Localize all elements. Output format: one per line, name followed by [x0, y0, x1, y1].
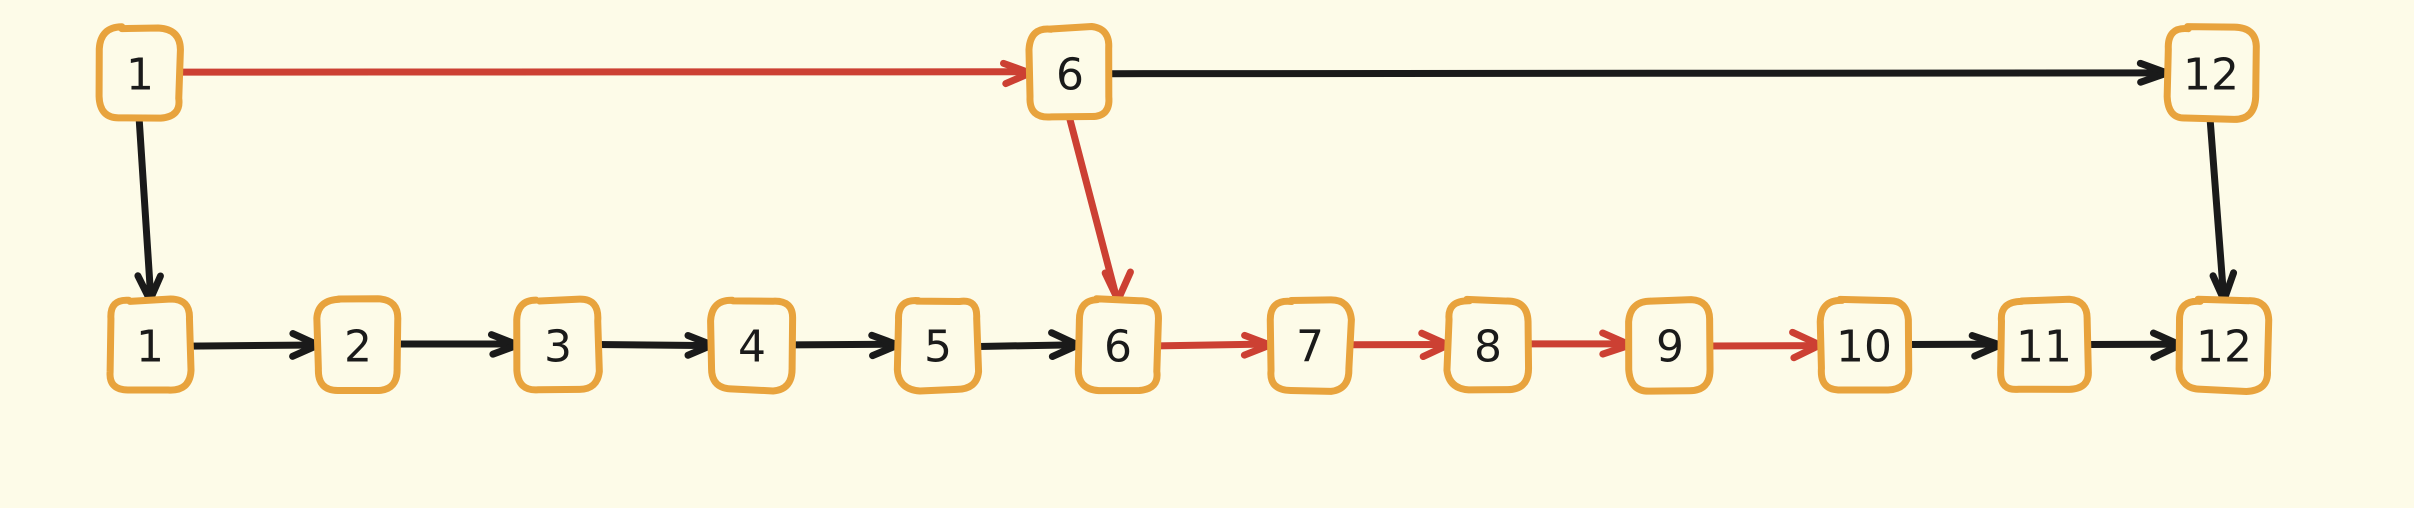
node-box — [1266, 296, 1355, 395]
edge-6-to-12[interactable] — [1105, 59, 2172, 86]
edge-4-to-5[interactable] — [788, 331, 903, 360]
edge-line — [1065, 113, 1121, 303]
node-box — [2175, 295, 2273, 395]
edge-5-to-6[interactable] — [975, 329, 1083, 361]
node-box — [1074, 295, 1162, 395]
edge-line — [593, 340, 717, 350]
node-box — [95, 23, 184, 122]
edge-9-to-10[interactable] — [1705, 328, 1824, 362]
arrowhead-icon — [1240, 341, 1274, 359]
edge-11-to-12[interactable] — [2085, 329, 2185, 361]
node-box — [2163, 23, 2260, 123]
edge-6-to-7[interactable] — [1154, 331, 1274, 359]
node-6[interactable]: 6 — [1025, 23, 1113, 121]
node-10[interactable]: 10 — [1816, 295, 1913, 394]
edge-7-to-8[interactable] — [1346, 329, 1453, 361]
node-1[interactable]: 1 — [95, 23, 184, 122]
edge-2-to-3[interactable] — [394, 331, 523, 358]
edge-line — [1154, 340, 1274, 350]
edge-layer — [134, 59, 2238, 362]
edge-1-to-6[interactable] — [175, 59, 1034, 88]
node-box — [707, 296, 797, 395]
node-box — [893, 297, 983, 395]
arrowhead-icon — [869, 341, 902, 360]
node-box — [513, 295, 603, 394]
node-3[interactable]: 3 — [513, 295, 603, 394]
edge-1-to-1[interactable] — [134, 114, 164, 304]
arrowhead-icon — [146, 272, 164, 304]
edge-line — [185, 341, 322, 350]
arrowhead-icon — [2137, 69, 2171, 86]
node-box — [1025, 23, 1113, 121]
arrowhead-icon — [1971, 341, 2004, 360]
node-box — [1625, 296, 1714, 395]
edge-1-to-2[interactable] — [185, 330, 322, 360]
arrowhead-icon — [1789, 328, 1824, 349]
arrowhead-icon — [1790, 341, 1824, 362]
node-box — [1816, 295, 1913, 394]
arrowhead-icon — [1101, 269, 1122, 304]
node-12[interactable]: 12 — [2163, 23, 2260, 123]
node-4[interactable]: 4 — [707, 296, 797, 395]
arrowhead-icon — [1114, 268, 1134, 304]
node-9[interactable]: 9 — [1625, 296, 1714, 395]
node-1[interactable]: 1 — [106, 295, 195, 394]
edge-8-to-9[interactable] — [1525, 329, 1634, 358]
edge-line — [135, 114, 155, 304]
arrowhead-icon — [2220, 269, 2238, 304]
node-6[interactable]: 6 — [1074, 295, 1162, 395]
node-box — [1997, 295, 2092, 393]
edge-12-to-12[interactable] — [2206, 114, 2238, 304]
node-11[interactable]: 11 — [1997, 295, 2092, 393]
arrowhead-icon — [1048, 341, 1082, 361]
edge-line — [2206, 114, 2228, 304]
arrowhead-icon — [1002, 69, 1034, 88]
edge-line — [788, 340, 903, 349]
arrowhead-icon — [1419, 341, 1452, 361]
node-7[interactable]: 7 — [1266, 296, 1355, 395]
node-2[interactable]: 2 — [313, 295, 402, 395]
node-8[interactable]: 8 — [1443, 295, 1533, 394]
node-box — [106, 295, 195, 394]
arrowhead-icon — [289, 341, 322, 360]
node-box — [1443, 295, 1533, 394]
node-12[interactable]: 12 — [2175, 295, 2273, 395]
edge-10-to-11[interactable] — [1905, 332, 2005, 360]
edge-3-to-4[interactable] — [593, 332, 717, 359]
arrowhead-icon — [2150, 341, 2184, 361]
arrowhead-icon — [2149, 329, 2184, 349]
arrowhead-icon — [1048, 329, 1082, 349]
edge-line — [975, 341, 1083, 350]
edge-line — [1105, 69, 2172, 78]
edge-6-to-6[interactable] — [1065, 113, 1134, 304]
arrowhead-icon — [1418, 329, 1452, 349]
node-5[interactable]: 5 — [893, 297, 983, 395]
node-box — [313, 295, 402, 395]
